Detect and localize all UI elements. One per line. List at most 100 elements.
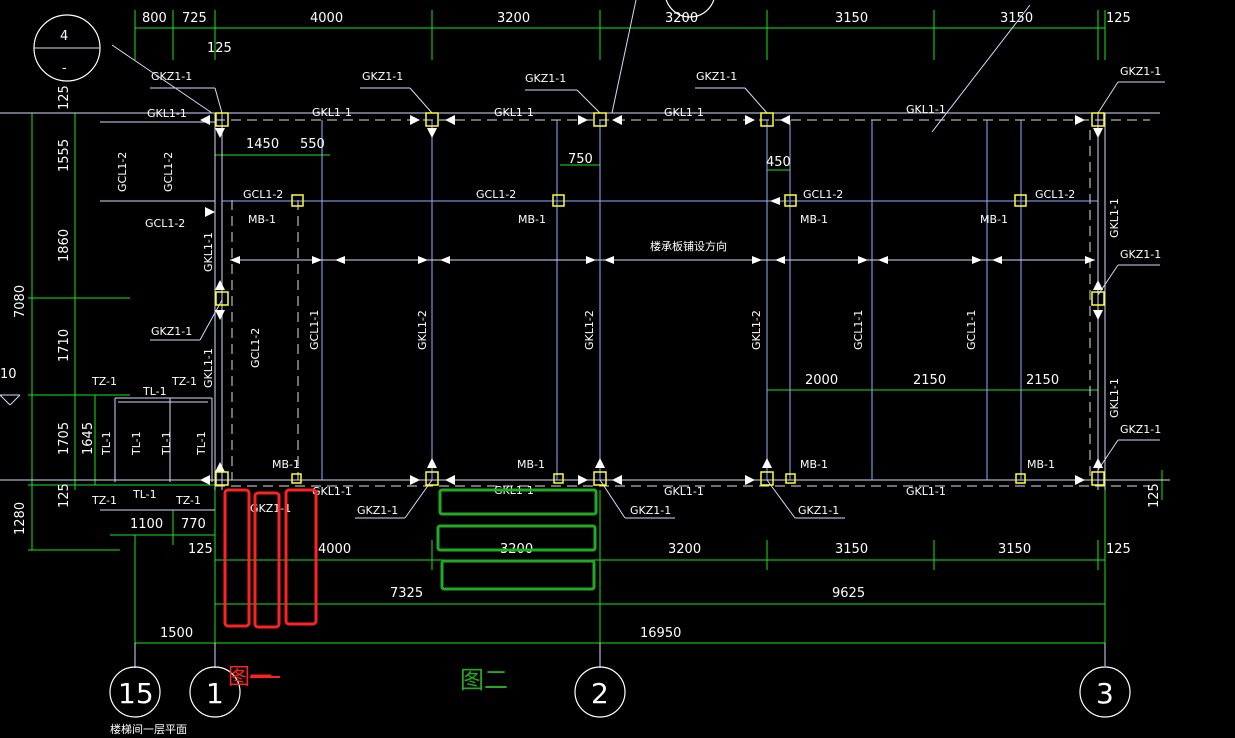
dim-top-4: 3200 bbox=[665, 11, 698, 26]
axis-bubbles: 15 1 2 3 楼梯间一层平面 bbox=[109, 643, 1131, 736]
dim-bot-total-1: 9625 bbox=[832, 586, 865, 601]
beam-top-1: GKL1-1 bbox=[312, 106, 352, 119]
mb-3: MB-1 bbox=[980, 213, 1008, 226]
green-box-1 bbox=[438, 488, 598, 516]
green-box-3 bbox=[440, 559, 596, 591]
beam-bot-3: GKL1-1 bbox=[906, 485, 946, 498]
col-label-4: GKZ1-1 bbox=[1120, 65, 1161, 78]
gcl-v-0: GCL1-2 bbox=[116, 152, 129, 192]
beam-top-4: GKL1-1 bbox=[906, 103, 946, 116]
gcl-label-text: GCL1-2 GCL1-2 GCL1-2 GCL1-2 GCL1-2 GCL1-… bbox=[116, 152, 1121, 418]
dim-left-2: 1860 bbox=[57, 229, 72, 262]
stair-9: TZ-1 bbox=[175, 494, 201, 507]
col-label-3: GKZ1-1 bbox=[696, 70, 737, 83]
dim-top-5: 3150 bbox=[835, 11, 868, 26]
bottom-note: 楼梯间一层平面 bbox=[110, 722, 187, 734]
mb-5: MB-1 bbox=[517, 458, 545, 471]
axis-2: 2 bbox=[591, 677, 609, 710]
fig2-label: 图二 bbox=[460, 666, 508, 694]
dim-left-0: 125 bbox=[57, 85, 72, 110]
stair-1: TL-1 bbox=[142, 385, 167, 398]
slab-direction-note: 楼承板铺设方向 bbox=[650, 239, 727, 253]
green-annotation-boxes: 图二 bbox=[436, 488, 598, 694]
gcl-2: GCL1-2 bbox=[803, 188, 843, 201]
dim-top-small: 125 bbox=[207, 41, 232, 56]
col-label-9: GKZ1-1 bbox=[630, 504, 671, 517]
dim-top-1: 725 bbox=[182, 11, 207, 26]
dim-bot-7: 3150 bbox=[998, 542, 1031, 557]
dim-top-0: 800 bbox=[142, 11, 167, 26]
stair-label-text: TZ-1 TL-1 TZ-1 TL-1 TL-1 TL-1 TL-1 TZ-1 … bbox=[91, 375, 208, 507]
gkl-v-5: GKL1-1 bbox=[1108, 198, 1121, 238]
gcl-1: GCL1-2 bbox=[476, 188, 516, 201]
stair-5: TL-1 bbox=[160, 431, 173, 456]
mb-label-text: MB-1 MB-1 MB-1 MB-1 MB-1 MB-1 MB-1 MB-1 bbox=[248, 213, 1055, 471]
dim-bot-1: 770 bbox=[181, 517, 206, 532]
gkl-v-0: GKL1-1 bbox=[202, 232, 215, 272]
col-label-2: GKZ1-1 bbox=[525, 72, 566, 85]
stair-8: TL-1 bbox=[132, 488, 157, 501]
dim-left-cut: 10 bbox=[0, 367, 17, 382]
dim-left-total: 7080 bbox=[13, 285, 28, 318]
section-mark: 4 - bbox=[33, 0, 715, 82]
dim-top-2: 4000 bbox=[310, 11, 343, 26]
dim-inner-1: 550 bbox=[300, 137, 325, 152]
dim-bot-left: 1500 bbox=[160, 626, 193, 641]
dim-inner-2: 750 bbox=[568, 152, 593, 167]
red-box-3 bbox=[284, 488, 318, 626]
beam-top-2: GKL1-1 bbox=[494, 106, 534, 119]
gkl-v-4: GKL1-2 bbox=[750, 310, 763, 350]
mb-0: MB-1 bbox=[248, 213, 276, 226]
col-label-5: GKZ1-1 bbox=[151, 325, 192, 338]
dim-bot-2: 125 bbox=[188, 542, 213, 557]
dim-left-3: 1710 bbox=[57, 329, 72, 362]
left-dimension-text: 125 1555 1860 1710 1705 125 1280 7080 16… bbox=[0, 85, 96, 535]
section-mark-bottom: - bbox=[62, 61, 67, 76]
red-box-2 bbox=[253, 491, 281, 629]
dim-inner-6: 2150 bbox=[1026, 373, 1059, 388]
gkl-v-2: GKL1-2 bbox=[416, 310, 429, 350]
stair-6: TL-1 bbox=[195, 431, 208, 456]
gcl-v-2: GCL1-2 bbox=[249, 328, 262, 368]
dim-bot-6: 3150 bbox=[835, 542, 868, 557]
dim-bot-5: 3200 bbox=[668, 542, 701, 557]
dim-bot-3: 4000 bbox=[318, 542, 351, 557]
mb-2: MB-1 bbox=[800, 213, 828, 226]
dim-top-6: 3150 bbox=[1000, 11, 1033, 26]
beam-label-text: GKL1-1 GKL1-1 GKL1-1 GKL1-1 GKL1-1 GKL1-… bbox=[147, 103, 946, 498]
dim-inner-4: 2000 bbox=[805, 373, 838, 388]
green-box-2 bbox=[436, 524, 597, 552]
dim-bot-total-all: 16950 bbox=[640, 626, 681, 641]
dim-left-4: 1705 bbox=[57, 422, 72, 455]
dim-left-small: 1645 bbox=[81, 422, 96, 455]
gkl-v-6: GKL1-1 bbox=[1108, 378, 1121, 418]
beam-top-3: GKL1-1 bbox=[664, 106, 704, 119]
stair-4: TL-1 bbox=[130, 431, 143, 456]
dim-inner-3: 450 bbox=[766, 155, 791, 170]
gcl-v-1: GCL1-2 bbox=[162, 152, 175, 192]
col-label-1: GKZ1-1 bbox=[362, 70, 403, 83]
arrowheads bbox=[200, 115, 1103, 485]
axis-1: 1 bbox=[206, 677, 224, 710]
dim-left-6: 1280 bbox=[13, 502, 28, 535]
gcl-0: GCL1-2 bbox=[243, 188, 283, 201]
dim-top-7: 125 bbox=[1106, 11, 1131, 26]
gcl-3: GCL1-2 bbox=[1035, 188, 1075, 201]
gcl-4: GCL1-2 bbox=[145, 217, 185, 230]
beam-top-0: GKL1-1 bbox=[147, 107, 187, 120]
stair-3: TL-1 bbox=[100, 431, 113, 456]
axis-15: 15 bbox=[118, 677, 154, 710]
col-label-11: GKZ1-1 bbox=[250, 502, 291, 515]
dim-left-5: 125 bbox=[57, 483, 72, 508]
col-label-0: GKZ1-1 bbox=[151, 70, 192, 83]
dim-bot-total-0: 7325 bbox=[390, 586, 423, 601]
dim-inner-0: 1450 bbox=[246, 137, 279, 152]
mb-7: MB-1 bbox=[1027, 458, 1055, 471]
stair-2: TZ-1 bbox=[171, 375, 197, 388]
gcl-v-4: GCL1-1 bbox=[852, 310, 865, 350]
mb-1: MB-1 bbox=[518, 213, 546, 226]
dim-bot-0: 1100 bbox=[130, 517, 163, 532]
mb-4: MB-1 bbox=[272, 458, 300, 471]
